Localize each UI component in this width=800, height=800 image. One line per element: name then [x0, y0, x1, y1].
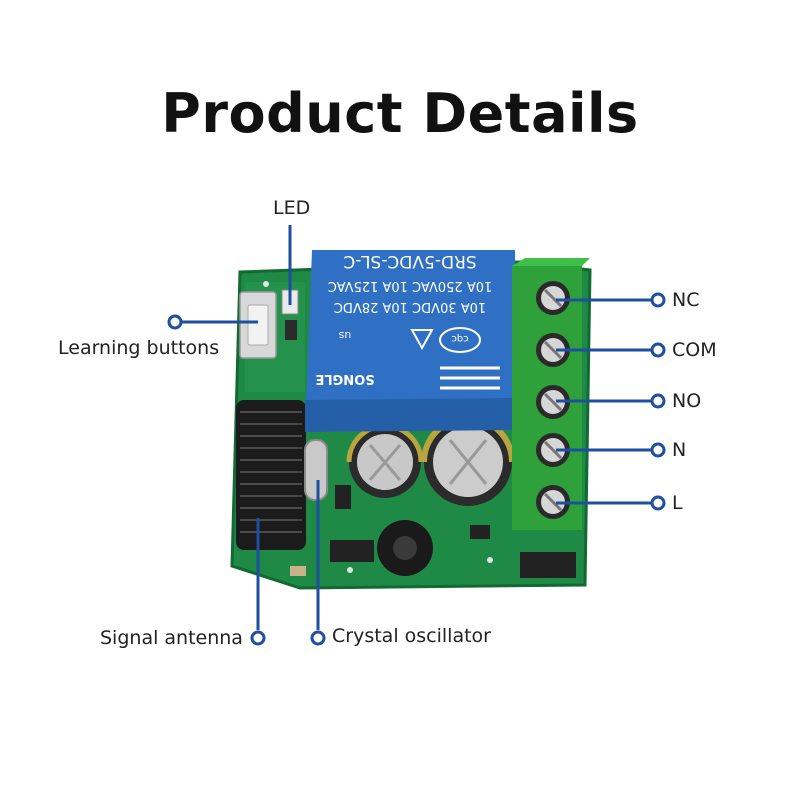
- relay: SRD-5VDC-SL-C 10A 250VAC 10A 125VAC 10A …: [305, 250, 518, 432]
- label-learning-buttons: Learning buttons: [58, 337, 220, 359]
- terminal-block: [512, 258, 590, 530]
- relay-rating-2-text: 10A 30VDC 10A 28VDC: [334, 299, 486, 314]
- callout-dot-com: [650, 342, 666, 358]
- crystal-oscillator-component: [304, 439, 328, 501]
- relay-cert-cqc-text: cqc: [451, 333, 468, 344]
- signal-antenna-coil: [236, 400, 306, 550]
- callout-lines: [167, 225, 666, 646]
- page-title: Product Details: [161, 82, 639, 145]
- label-n: N: [672, 439, 687, 461]
- inductor: [377, 520, 433, 576]
- label-signal-antenna: Signal antenna: [100, 627, 243, 649]
- callout-dot-crystal: [310, 630, 326, 646]
- relay-brand-text: SONGLE: [315, 371, 374, 386]
- led-component: [281, 289, 299, 340]
- relay-cert-us-text: us: [338, 329, 351, 342]
- label-com: COM: [672, 339, 717, 361]
- callout-dot-l: [650, 495, 666, 511]
- learning-button: [239, 291, 277, 359]
- label-l: L: [672, 492, 683, 514]
- smd-components: [290, 485, 576, 578]
- label-led: LED: [273, 197, 311, 219]
- label-no: NO: [672, 390, 702, 412]
- label-crystal-oscillator: Crystal oscillator: [332, 625, 491, 647]
- callout-dot-n: [650, 442, 666, 458]
- callout-dot-antenna: [250, 630, 266, 646]
- callout-dot-no: [650, 393, 666, 409]
- label-nc: NC: [672, 289, 700, 311]
- callout-dot-learning: [167, 314, 183, 330]
- capacitor-right: [421, 415, 515, 506]
- relay-rating-1-text: 10A 250VAC 10A 125VAC: [328, 278, 493, 293]
- capacitor-left: [346, 423, 424, 498]
- relay-model-text: SRD-5VDC-SL-C: [343, 251, 476, 271]
- callout-dot-nc: [650, 292, 666, 308]
